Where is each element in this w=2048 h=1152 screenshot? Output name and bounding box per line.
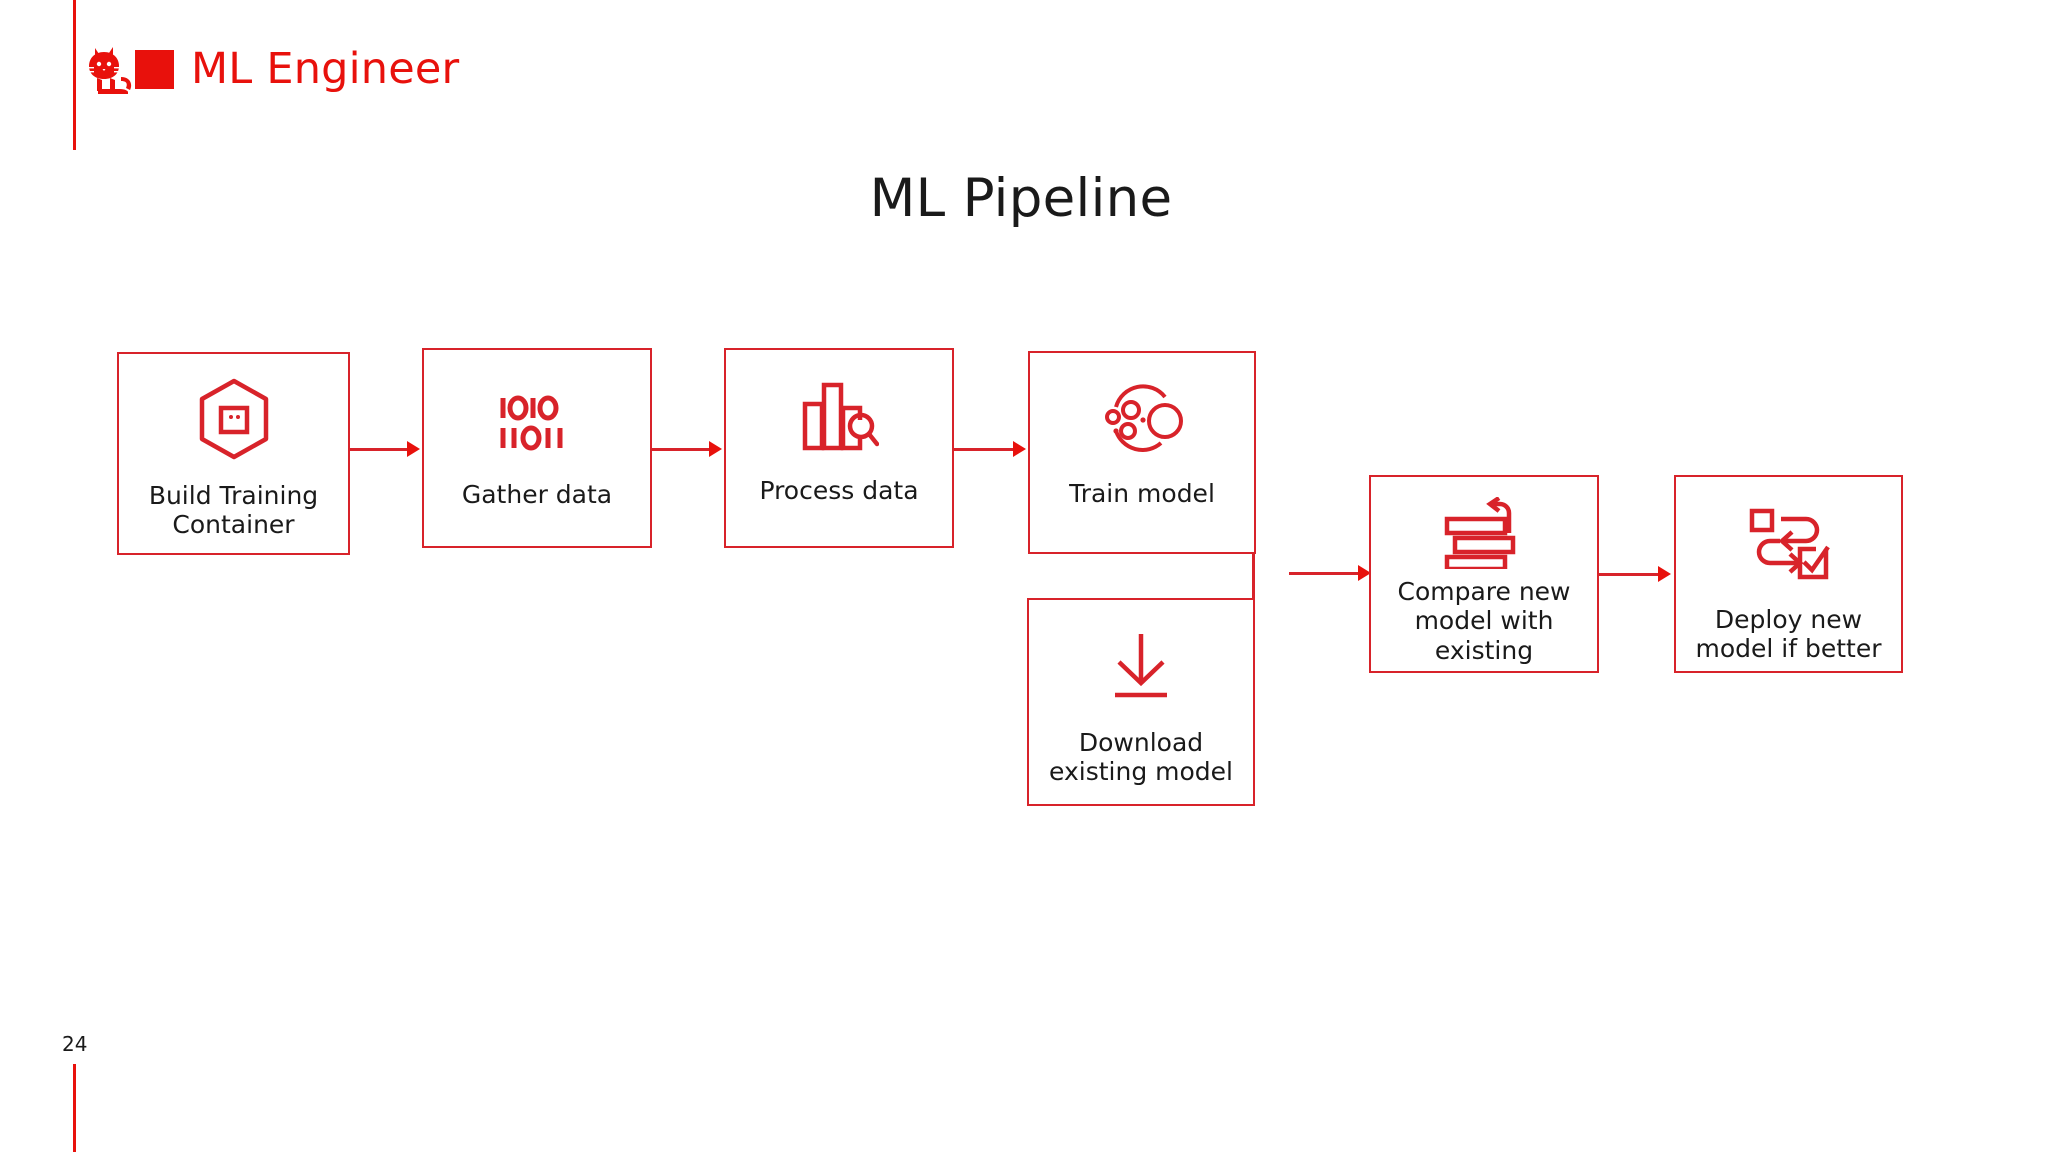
node-build-training-container[interactable]: Build Training Container	[117, 352, 350, 555]
page-number: 24	[62, 1032, 88, 1056]
node-label: Gather data	[461, 480, 613, 509]
brand-title: ML Engineer	[191, 43, 460, 94]
deploy-workflow-check-icon	[1749, 508, 1830, 580]
download-arrow-icon	[1115, 634, 1167, 698]
header-accent-rule	[73, 0, 76, 150]
node-label: Build Training Container	[148, 481, 319, 540]
edge-process-to-train	[954, 440, 1028, 458]
node-label: Compare new model with existing	[1397, 577, 1571, 665]
brand-logo: ML Engineer	[88, 38, 459, 100]
node-gather-data[interactable]: Gather data	[422, 348, 652, 548]
node-deploy-new-model-if-better[interactable]: Deploy new model if better	[1674, 475, 1903, 673]
container-hexagon-icon	[199, 378, 268, 460]
edge-build-to-gather	[350, 440, 422, 458]
cat-icon	[88, 47, 132, 94]
node-label: Deploy new model if better	[1695, 605, 1882, 664]
binary-digits-icon	[500, 395, 563, 451]
footer-accent-rule	[73, 1064, 76, 1152]
page-title: ML Pipeline	[0, 168, 2048, 229]
node-compare-new-model-with-existing[interactable]: Compare new model with existing	[1369, 475, 1599, 673]
node-label: Download existing model	[1049, 728, 1233, 787]
edge-compare-to-deploy	[1599, 565, 1677, 583]
node-download-existing-model[interactable]: Download existing model	[1027, 598, 1255, 806]
red-square-logo	[135, 49, 174, 89]
node-label: Process data	[759, 476, 919, 505]
stacked-bars-refresh-icon	[1444, 497, 1516, 569]
node-process-data[interactable]: Process data	[724, 348, 954, 548]
edge-gather-to-process	[652, 440, 724, 458]
page-title-text: ML Pipeline	[869, 168, 1173, 229]
node-train-model[interactable]: Train model	[1028, 351, 1256, 554]
node-label: Train model	[1069, 479, 1215, 508]
bar-chart-magnifier-icon	[802, 382, 879, 451]
data-clustering-icon	[1105, 384, 1183, 452]
